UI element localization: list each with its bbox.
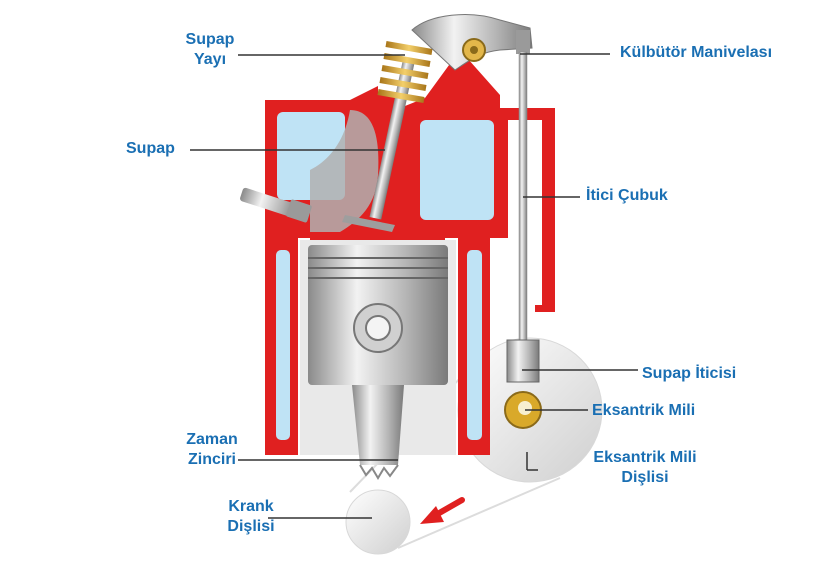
label-crank-gear-line2: Dişlisi (227, 518, 275, 535)
label-camshaft-gear-line2: Dişlisi (621, 469, 669, 486)
rotation-arrow (420, 497, 465, 524)
crank-gear-disc (345, 489, 411, 555)
label-valve: Supap (126, 140, 175, 157)
label-timing-chain-line2: Zinciri (187, 451, 236, 468)
coolant-right-top (420, 120, 494, 220)
label-timing-chain: Zaman Zinciri (172, 430, 252, 470)
label-valve-spring: Supap Yayı (170, 30, 250, 70)
label-camshaft: Eksantrik Mili (592, 402, 696, 419)
leader-lines (190, 53, 638, 519)
label-rocker-arm: Külbütör Manivelası (620, 44, 773, 61)
label-valve-spring-line1: Supap (185, 31, 235, 48)
coolant-right-wall (467, 250, 482, 440)
connecting-rod (352, 385, 404, 465)
label-valve-lifter: Supap İticisi (642, 365, 737, 382)
label-camshaft-gear: Eksantrik Mili Dişlisi (580, 448, 710, 488)
label-timing-chain-line1: Zaman (186, 431, 238, 448)
valve-lifter (506, 339, 540, 383)
piston (308, 245, 448, 385)
spark-plug (240, 187, 312, 223)
coolant-left-wall (276, 250, 290, 440)
rocker-arm (411, 14, 533, 71)
label-camshaft-gear-line1: Eksantrik Mili (593, 449, 697, 466)
valve-spring (377, 41, 433, 103)
valve (342, 60, 415, 232)
intake-port (310, 110, 379, 232)
camshaft-lobe (504, 391, 542, 429)
label-crank-gear: Krank Dişlisi (215, 497, 287, 537)
label-push-rod: İtici Çubuk (586, 187, 668, 204)
label-crank-gear-line1: Krank (228, 498, 274, 515)
label-valve-spring-line2: Yayı (193, 51, 227, 68)
